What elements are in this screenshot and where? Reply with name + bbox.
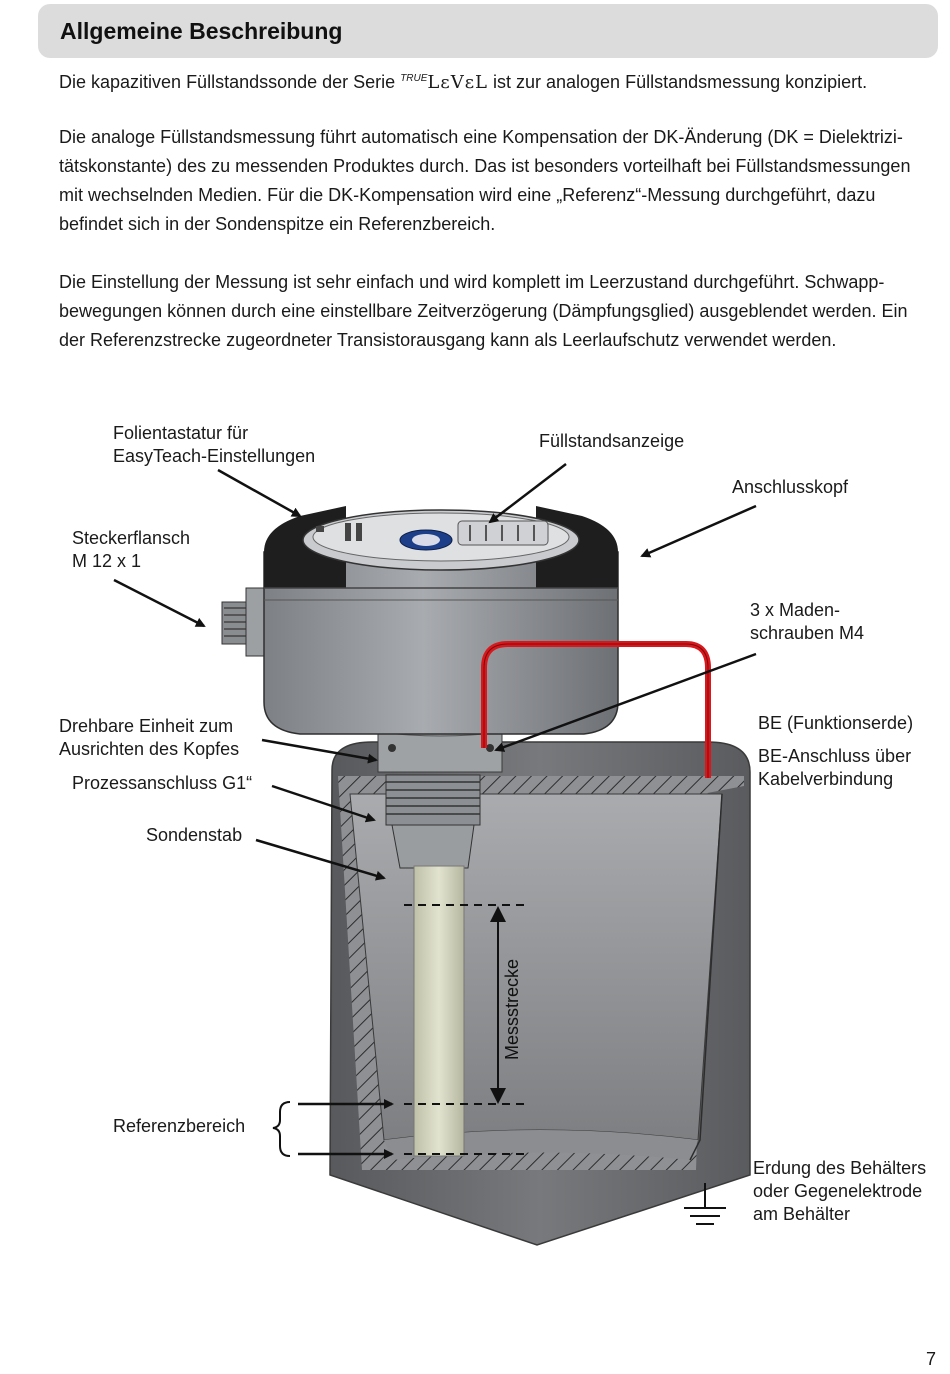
reference-brace: [272, 1101, 291, 1157]
label-process-connection-text: Prozessanschluss G1“: [72, 773, 253, 793]
label-membrane-keypad-line1: Folientastatur für: [113, 423, 249, 443]
label-tank-grounding: Erdung des Behälters oder Gegenelektrode…: [753, 1157, 926, 1226]
probe-rod: [413, 865, 465, 1157]
intro-paragraph-3: Die Einstellung der Messung ist sehr ein…: [59, 272, 908, 350]
label-functional-earth: BE (Funktionserde): [758, 712, 913, 735]
ground-icon: [684, 1183, 726, 1225]
label-membrane-keypad-line2: EasyTeach-Einstellungen: [113, 446, 316, 466]
section-header: Allgemeine Beschreibung: [38, 4, 938, 58]
page-number: 7: [925, 1349, 936, 1369]
connector-flange: [221, 587, 269, 657]
label-grub-screws-line2: schrauben M4: [750, 623, 865, 643]
label-functional-earth-text: BE (Funktionserde): [758, 713, 914, 733]
label-probe-rod: Sondenstab: [146, 824, 242, 847]
label-level-display: Füllstandsanzeige: [539, 430, 684, 453]
label-reference-area: Referenzbereich: [113, 1115, 245, 1138]
intro-text-1b: ist zur analogen Füllstandsmessung konzi…: [487, 72, 868, 92]
section-title: Allgemeine Beschreibung: [60, 18, 343, 44]
label-membrane-keypad: Folientastatur für EasyTeach-Einstellung…: [113, 422, 315, 468]
label-swivel-unit-line1: Drehbare Einheit zum: [59, 716, 234, 736]
label-reference-area-text: Referenzbereich: [113, 1116, 246, 1136]
process-connection: [385, 774, 481, 869]
brand-prefix: TRUE: [400, 73, 428, 84]
label-swivel-unit-line2: Ausrichten des Kopfes: [59, 739, 240, 759]
label-tank-grounding-line2: oder Gegenelektrode: [753, 1181, 923, 1201]
label-process-connection: Prozessanschluss G1“: [72, 772, 252, 795]
label-be-connection: BE-Anschluss über Kabelverbindung: [758, 745, 911, 791]
reference-arrows: [298, 1099, 394, 1159]
label-connector-flange: Steckerflansch M 12 x 1: [72, 527, 190, 573]
intro-paragraph-1: Die kapazitiven Füllstandssonde der Seri…: [59, 64, 934, 97]
label-swivel-unit: Drehbare Einheit zum Ausrichten des Kopf…: [59, 715, 239, 761]
label-tank-grounding-line1: Erdung des Behälters: [753, 1158, 927, 1178]
label-connector-flange-line1: Steckerflansch: [72, 528, 191, 548]
label-grub-screws-line1: 3 x Maden-: [750, 600, 841, 620]
measurement-markers: [404, 904, 528, 1155]
brand-name: LεVεL: [427, 72, 488, 93]
membrane-keypad: [316, 523, 453, 551]
intro-text-1a: Die kapazitiven Füllstandssonde der Seri…: [59, 72, 401, 92]
level-display: [457, 520, 549, 546]
label-connection-head-text: Anschlusskopf: [732, 477, 849, 497]
label-level-display-text: Füllstandsanzeige: [539, 431, 685, 451]
label-connection-head: Anschlusskopf: [732, 476, 848, 499]
label-be-connection-line1: BE-Anschluss über: [758, 746, 912, 766]
callout-arrows: [113, 463, 757, 881]
messstrecke-label: Messstrecke: [502, 959, 522, 1060]
label-tank-grounding-line3: am Behälter: [753, 1204, 851, 1224]
label-connector-flange-line2: M 12 x 1: [72, 551, 142, 571]
measuring-span-arrow: [490, 906, 506, 1104]
label-grub-screws: 3 x Maden- schrauben M4: [750, 599, 864, 645]
intro-paragraph-2: Die analoge Füllstandsmessung führt auto…: [59, 127, 911, 234]
label-probe-rod-text: Sondenstab: [146, 825, 243, 845]
label-be-connection-line2: Kabelverbindung: [758, 769, 894, 789]
